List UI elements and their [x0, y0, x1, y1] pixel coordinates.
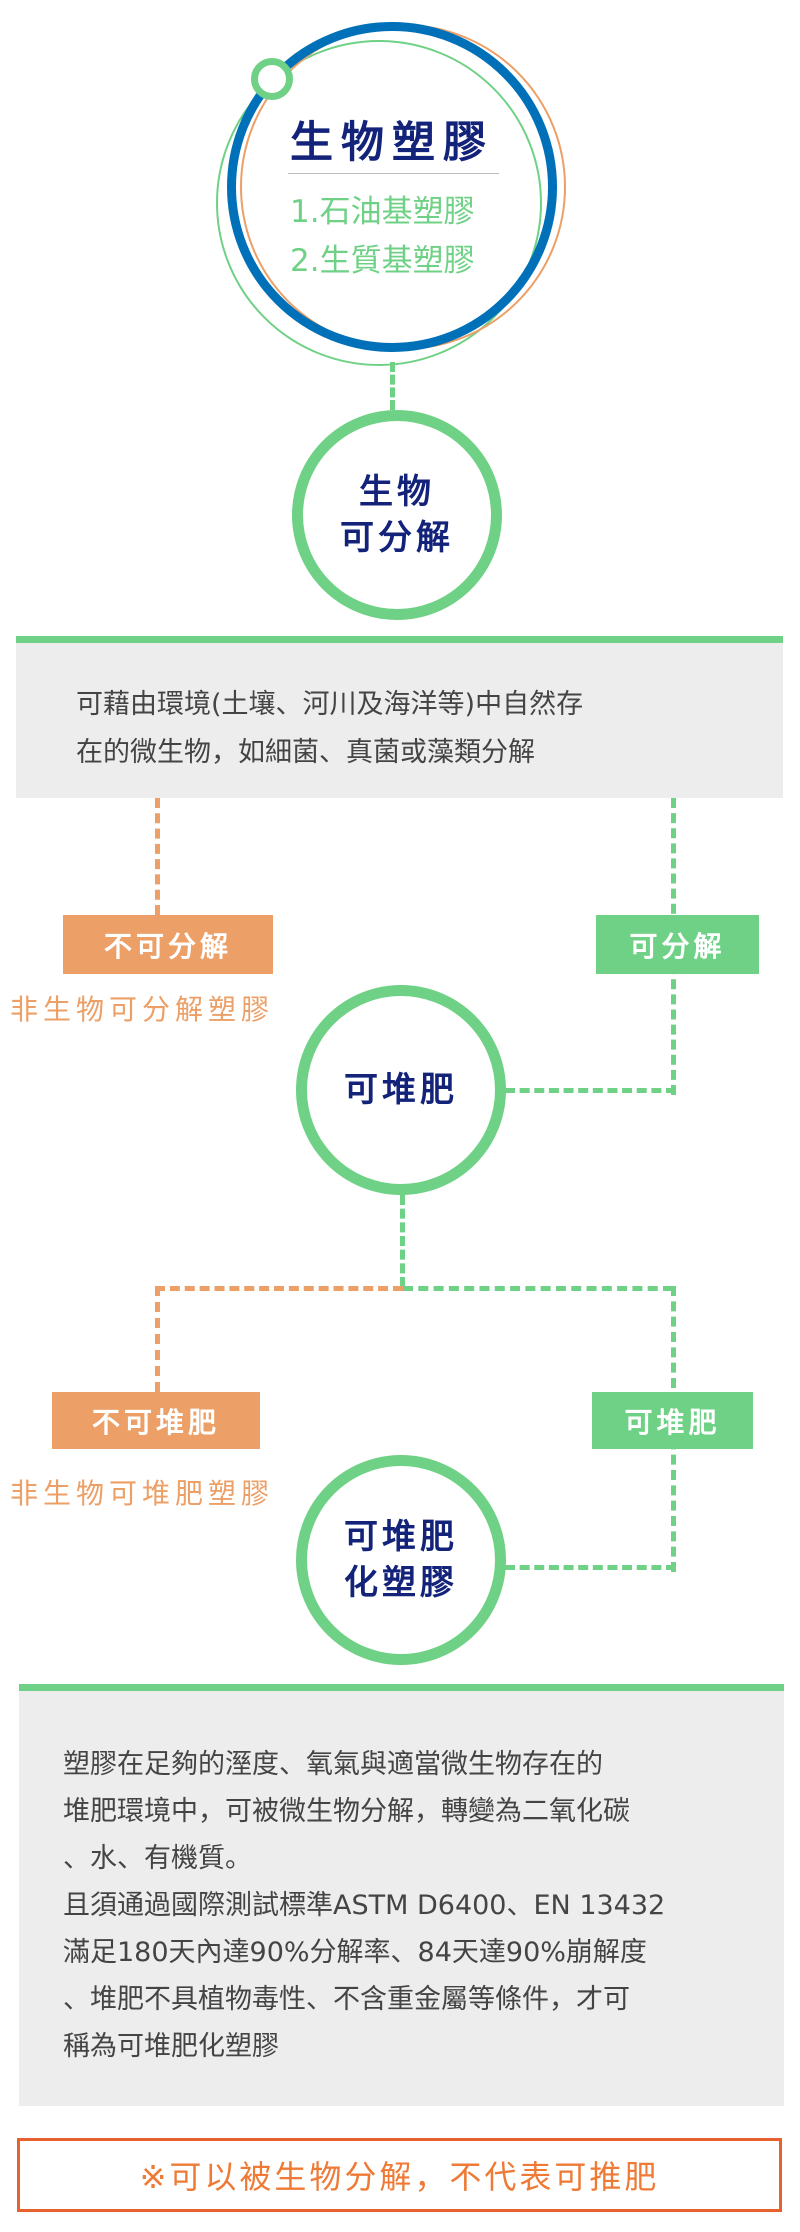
text-line: 且須通過國際測試標準ASTM D6400、EN 13432	[63, 1890, 666, 1921]
connector-yes-h	[403, 1286, 673, 1291]
biodegradable-description: 可藉由環境(土壤、河川及海洋等)中自然存 在的微生物，如細菌、真菌或藻類分解	[16, 636, 783, 798]
node-compostable-plastic: 可堆肥 化塑膠	[296, 1455, 506, 1665]
connector-no	[155, 798, 160, 915]
tag-not-compostable: 不可堆肥	[52, 1392, 260, 1449]
text-line: 滿足180天內達90%分解率、84天達90%崩解度	[63, 1937, 647, 1968]
note-text: ※可以被生物分解，不代表可推肥	[139, 2158, 660, 2196]
text-line: 塑膠在足夠的溼度、氧氣與適當微生物存在的	[63, 1749, 603, 1780]
node-label: 可堆肥	[344, 1070, 458, 1110]
node-biodegradable: 生物 可分解	[292, 410, 502, 620]
text-line: 在的微生物，如細菌、真菌或藻類分解	[76, 737, 535, 768]
bioplastic-type-2: 2.生質基塑膠	[290, 243, 475, 279]
connector-yes-h	[505, 1088, 676, 1093]
note-box: ※可以被生物分解，不代表可推肥	[17, 2138, 782, 2212]
tag-compostable: 可堆肥	[592, 1392, 753, 1449]
node-compostable: 可堆肥	[296, 985, 506, 1195]
result-non-biodegradable: 非生物可分解塑膠	[10, 993, 275, 1026]
bioplastic-title: 生物塑膠	[290, 118, 494, 168]
text-line: 可藉由環境(土壤、河川及海洋等)中自然存	[76, 689, 584, 720]
result-non-compostable: 非生物可堆肥塑膠	[10, 1477, 275, 1510]
tag-not-biodegradable: 不可分解	[63, 915, 273, 974]
node-line: 化塑膠	[344, 1563, 458, 1603]
node-line: 可堆肥	[344, 1517, 458, 1557]
node-line: 生物	[359, 472, 435, 512]
connector	[400, 1195, 405, 1287]
compostable-description: 塑膠在足夠的溼度、氧氣與適當微生物存在的 堆肥環境中，可被微生物分解，轉變為二氧…	[19, 1684, 784, 2106]
connector-no-h	[155, 1286, 403, 1291]
connector-no	[155, 1286, 160, 1392]
text-line: 堆肥環境中，可被微生物分解，轉變為二氧化碳	[63, 1796, 630, 1827]
text-line: 、水、有機質。	[63, 1843, 252, 1874]
node-line: 可分解	[340, 518, 454, 558]
bioplastic-type-1: 1.石油基塑膠	[290, 194, 475, 230]
connector	[390, 362, 395, 410]
bioplastic-circle	[227, 22, 557, 352]
tag-biodegradable: 可分解	[596, 915, 759, 974]
text-line: 稱為可堆肥化塑膠	[63, 2031, 279, 2062]
connector-yes-h	[505, 1565, 676, 1570]
divider	[288, 173, 499, 174]
decor-small-ring	[251, 58, 293, 100]
text-line: 、堆肥不具植物毒性、不含重金屬等條件，才可	[63, 1984, 630, 2015]
